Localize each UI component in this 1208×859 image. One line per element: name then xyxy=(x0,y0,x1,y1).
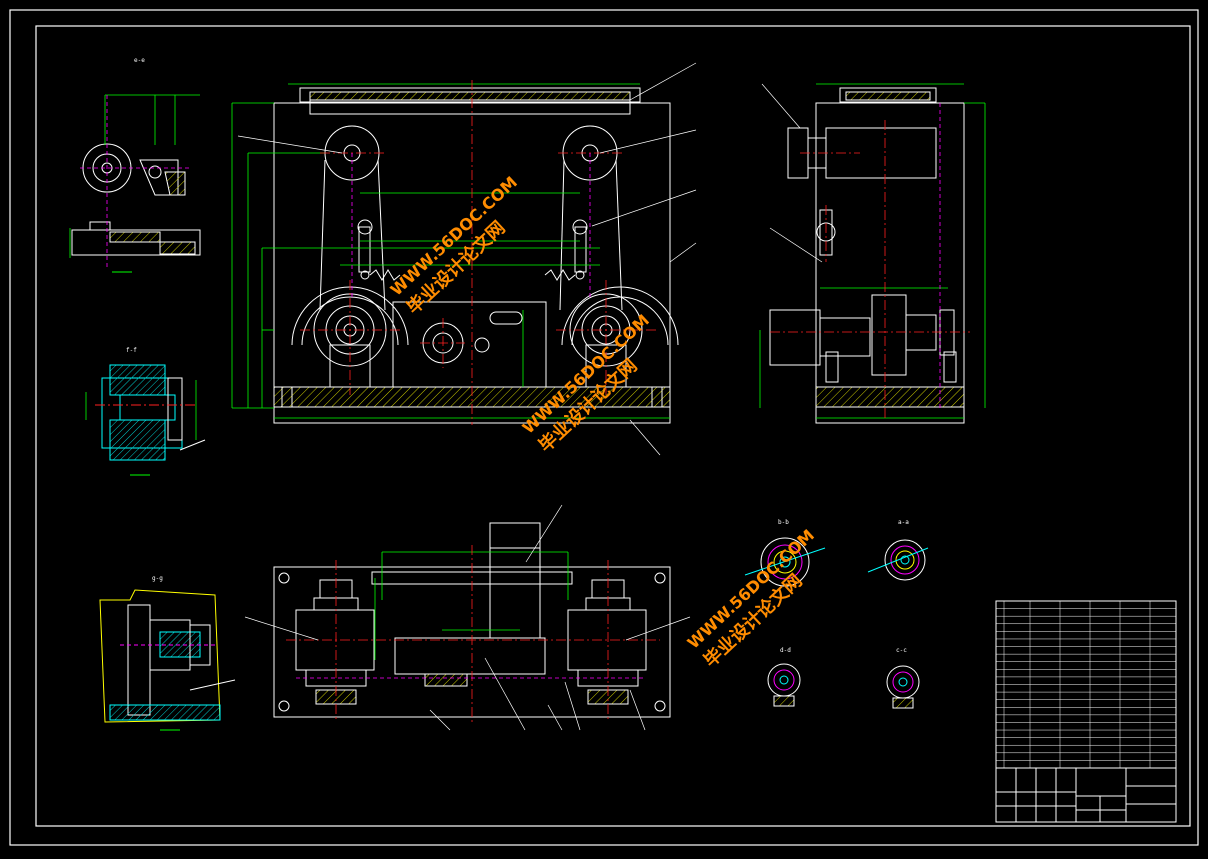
section-label-d: d-d xyxy=(780,647,791,654)
top-view xyxy=(244,504,691,731)
section-c: c-c xyxy=(886,647,920,709)
section-d: d-d xyxy=(767,647,801,707)
watermark-upper: WWW.56DOC.COM 毕业设计论文网 xyxy=(387,172,521,318)
section-label-g: g-g xyxy=(152,575,163,582)
section-label-c: c-c xyxy=(896,647,907,654)
section-label-a: a-a xyxy=(898,519,909,526)
section-label-e: e-e xyxy=(134,57,145,64)
parts-list xyxy=(995,600,1177,769)
title-block xyxy=(995,767,1177,823)
section-f: f-f xyxy=(85,347,206,476)
front-view xyxy=(231,62,697,456)
watermark-lower: WWW.56DOC.COM 毕业设计论文网 xyxy=(684,525,818,671)
watermark-middle: WWW.56DOC.COM 毕业设计论文网 xyxy=(519,310,653,456)
section-g: g-g xyxy=(99,575,236,731)
section-e: e-e xyxy=(69,57,201,273)
side-view xyxy=(759,83,986,424)
section-label-b: b-b xyxy=(778,519,789,526)
outer-border xyxy=(9,9,1199,846)
section-b: b-b xyxy=(744,519,826,587)
section-label-f: f-f xyxy=(126,347,137,354)
inner-border xyxy=(35,25,1191,827)
section-a: a-a xyxy=(867,519,929,581)
